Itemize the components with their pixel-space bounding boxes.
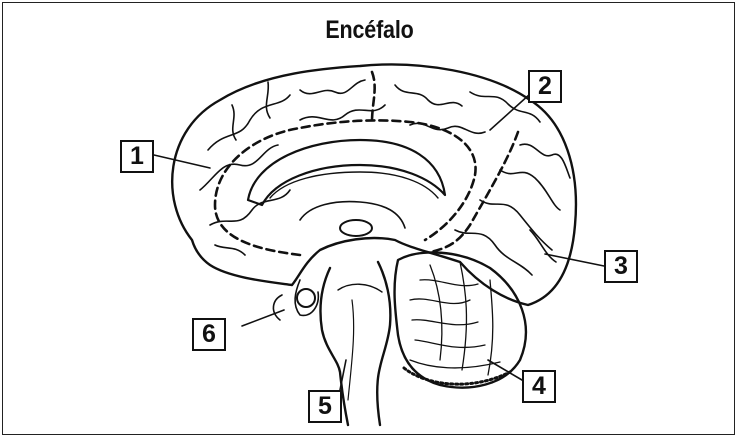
label-5: 5 bbox=[308, 390, 342, 423]
label-2: 2 bbox=[528, 70, 562, 103]
label-1: 1 bbox=[120, 140, 154, 173]
thalamus bbox=[340, 220, 372, 236]
cerebellum-arbor-vitae bbox=[410, 262, 500, 375]
label-3: 3 bbox=[604, 250, 638, 283]
label-4: 4 bbox=[522, 370, 556, 403]
pituitary bbox=[297, 289, 315, 307]
label-6: 6 bbox=[192, 318, 226, 351]
